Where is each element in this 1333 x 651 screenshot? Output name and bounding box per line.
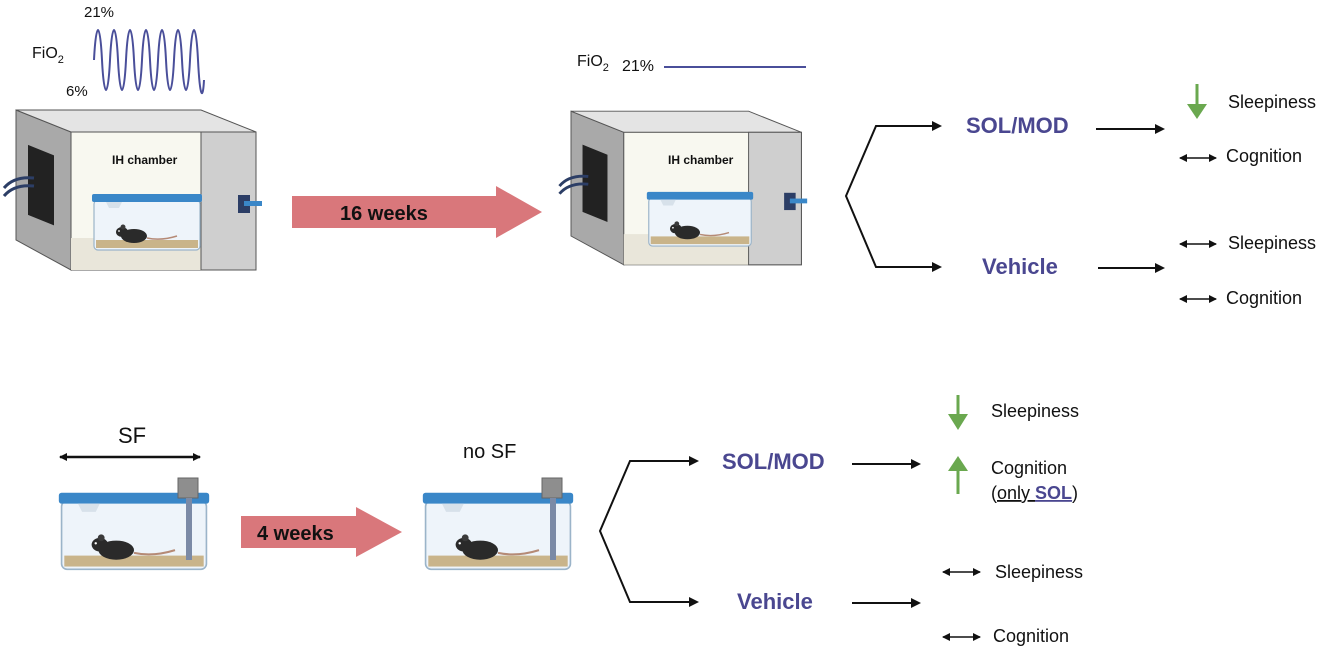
bottom-solmod-label: SOL/MOD (722, 449, 825, 474)
duration-4-weeks-label: 4 weeks (257, 523, 334, 545)
bottom-vehicle-cognition: Cognition (993, 626, 1069, 646)
top-branch-fork (844, 125, 942, 272)
duration-arrow-16-weeks (292, 186, 542, 238)
fio2-low-label: 6% (66, 83, 88, 100)
bottom-branch-fork (598, 460, 699, 607)
no-sf-cage (421, 477, 575, 571)
top-vehicle-cognition: Cognition (1226, 288, 1302, 308)
increase-arrow-icon (948, 456, 968, 494)
ih-chamber-label: IH chamber (112, 153, 178, 167)
fio2-high-label: 21% (84, 4, 114, 21)
top-vehicle-sleepiness: Sleepiness (1228, 233, 1316, 253)
ih-chamber-control (557, 109, 809, 267)
duration-arrow-4-weeks (241, 507, 402, 557)
no-sf-label: no SF (463, 441, 516, 463)
sf-label: SF (118, 423, 146, 448)
bottom-solmod-sleepiness: Sleepiness (991, 401, 1079, 421)
control-chamber-label: IH chamber (668, 153, 734, 167)
decrease-arrow-icon (948, 395, 968, 430)
bottom-vehicle-label: Vehicle (737, 589, 813, 614)
control-fio2-label: FiO2 (577, 53, 609, 74)
bottom-solmod-cognition: Cognition (991, 458, 1067, 478)
bottom-solmod-cognition-note: (only SOL) (991, 483, 1078, 503)
top-solmod-cognition: Cognition (1226, 146, 1302, 166)
ih-chamber-intermittent (2, 108, 264, 272)
fio2-label: FiO2 (32, 45, 64, 66)
sf-cage (57, 477, 211, 571)
top-solmod-sleepiness: Sleepiness (1228, 92, 1316, 112)
fio2-intermittent-waveform (93, 29, 205, 95)
duration-16-weeks-label: 16 weeks (340, 203, 428, 225)
decrease-arrow-icon (1187, 84, 1207, 119)
bottom-vehicle-sleepiness: Sleepiness (995, 562, 1083, 582)
top-vehicle-label: Vehicle (982, 254, 1058, 279)
control-fio2-value: 21% (622, 58, 654, 75)
top-solmod-label: SOL/MOD (966, 113, 1069, 138)
